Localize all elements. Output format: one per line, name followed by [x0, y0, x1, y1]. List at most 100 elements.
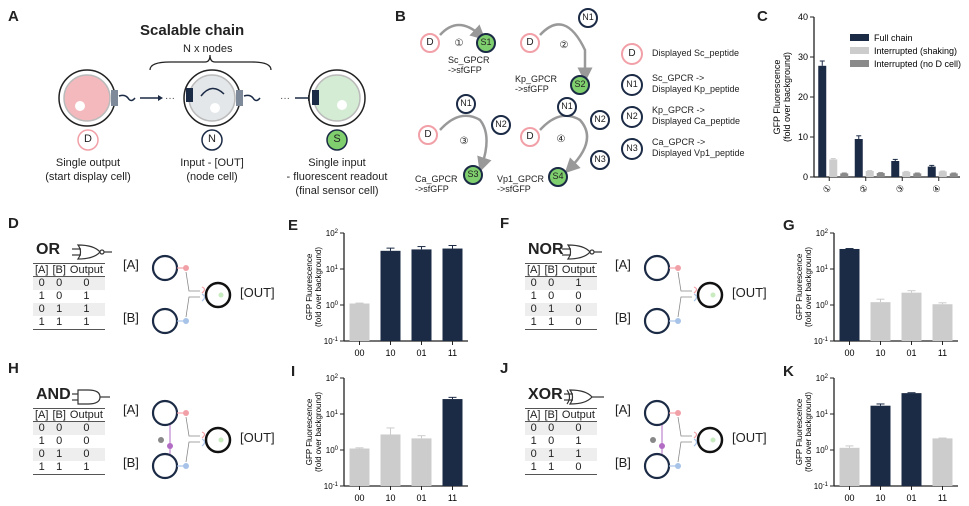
panel-label-e: E [288, 217, 299, 234]
bar-10 [380, 434, 401, 486]
input-b-cell [643, 452, 671, 480]
bar-interrupted-shaking- [829, 159, 838, 177]
receptor-b-icon [693, 293, 698, 302]
x-tick-label: 00 [354, 348, 364, 358]
receptor-a-icon [201, 286, 206, 294]
bar-interrupted-no-d-cell- [949, 173, 958, 177]
gfp-icon [218, 292, 224, 298]
chain3-node1: N1 [460, 98, 472, 108]
y-tick-label: 10-1 [814, 337, 829, 346]
input-b-cell [151, 452, 179, 480]
bar-interrupted-shaking- [865, 171, 874, 177]
y-axis-label: GFP Fluorescence [795, 398, 804, 465]
truth-table-header: [B] [50, 263, 68, 277]
chain2-start: D [526, 37, 534, 48]
receptor-a-icon [693, 431, 698, 439]
output-label: [OUT] [240, 285, 275, 300]
chain3-sensor: S3 [467, 169, 479, 179]
symbol-d-icon [77, 129, 99, 151]
y-tick-label: 100 [816, 301, 829, 310]
symbol-n-icon [201, 129, 223, 151]
panel-label-k: K [783, 363, 794, 380]
gate-circuit-diagram [562, 244, 724, 335]
output-cell [204, 426, 232, 454]
y-axis-label: GFP Fluorescence [772, 60, 782, 135]
panel-label-f: F [500, 215, 510, 232]
legend-n3-line1: Ca_GPCR -> [652, 137, 706, 147]
input-a-label: [A] [123, 257, 139, 272]
cell-s-desc2: - fluorescent readout [286, 171, 388, 183]
chain1-caption2: ->sfGFP [448, 65, 482, 75]
symbol-s-icon [326, 129, 348, 151]
peptide-b-icon [675, 463, 681, 469]
chain4-caption1: Vp1_GPCR [497, 174, 545, 184]
chain3-caption2: ->sfGFP [415, 184, 449, 194]
peptide-a-icon [183, 265, 189, 271]
y-tick-label: 101 [816, 265, 829, 274]
x-tick-label: 01 [906, 493, 916, 503]
bar-full-chain [927, 166, 936, 177]
receptor-a-icon [201, 431, 206, 439]
bar-00 [839, 447, 860, 486]
chain1-caption1: Sc_GPCR [448, 55, 490, 65]
panel-label-i: I [291, 363, 296, 380]
bar-00 [349, 448, 370, 486]
receptor-a-icon [693, 286, 698, 294]
input-a-cell [643, 399, 671, 427]
panel-label-b: B [395, 8, 406, 25]
peptide-a-icon [675, 265, 681, 271]
x-tick-label: ② [857, 182, 870, 195]
bar-interrupted-no-d-cell- [876, 173, 885, 177]
x-tick-label: 10 [875, 348, 885, 358]
y-tick-label: 102 [326, 374, 339, 383]
truth-table-header: Output [67, 408, 105, 422]
gate-name: XOR [528, 386, 563, 403]
truth-table-header: [A] [525, 263, 543, 277]
legend-swatch [850, 47, 869, 54]
cell-symbol-n: N [208, 133, 216, 145]
y-tick-label: 101 [326, 410, 339, 419]
bar-10 [870, 405, 891, 486]
y-axis-label-2: (fold over background) [804, 247, 813, 327]
receptor-b-icon [693, 438, 698, 447]
legend-n1-symbol: N1 [626, 79, 638, 89]
legend-label: Interrupted (shaking) [874, 46, 957, 56]
input-a-label: [A] [123, 402, 139, 417]
y-tick-label: 20 [798, 92, 808, 102]
panel-label-h: H [8, 360, 19, 377]
input-a-cell [151, 254, 179, 282]
truth-table-header: [A] [33, 408, 51, 422]
truth-table-header: Output [559, 408, 597, 422]
output-cell [696, 426, 724, 454]
truth-table-header: [B] [542, 408, 560, 422]
or-gate-icon [72, 244, 112, 260]
bar-11 [442, 399, 463, 486]
bar-full-chain [854, 139, 863, 177]
chain4-num: ④ [556, 134, 566, 145]
gate-circuit-diagram [564, 389, 724, 480]
chain4-sensor: S4 [552, 171, 564, 181]
legend-n2-symbol: N2 [626, 111, 638, 121]
input-a-cell [643, 254, 671, 282]
x-tick-label: 11 [448, 348, 457, 358]
x-tick-label: 00 [354, 493, 364, 503]
chain1-num: ① [454, 38, 464, 49]
input-a-label: [A] [615, 402, 631, 417]
chain3-num: ③ [459, 136, 469, 147]
bar-01 [901, 393, 922, 486]
bar-interrupted-no-d-cell- [840, 173, 849, 177]
bar-interrupted-shaking- [902, 171, 911, 177]
gfp-icon [218, 437, 224, 443]
cell-s-desc1: Single input [308, 157, 366, 169]
bar-full-chain [818, 65, 827, 177]
y-tick-label: 102 [816, 229, 829, 238]
peptide-a-icon [675, 410, 681, 416]
bar-00 [349, 303, 370, 341]
xor-gate-icon [564, 389, 604, 405]
